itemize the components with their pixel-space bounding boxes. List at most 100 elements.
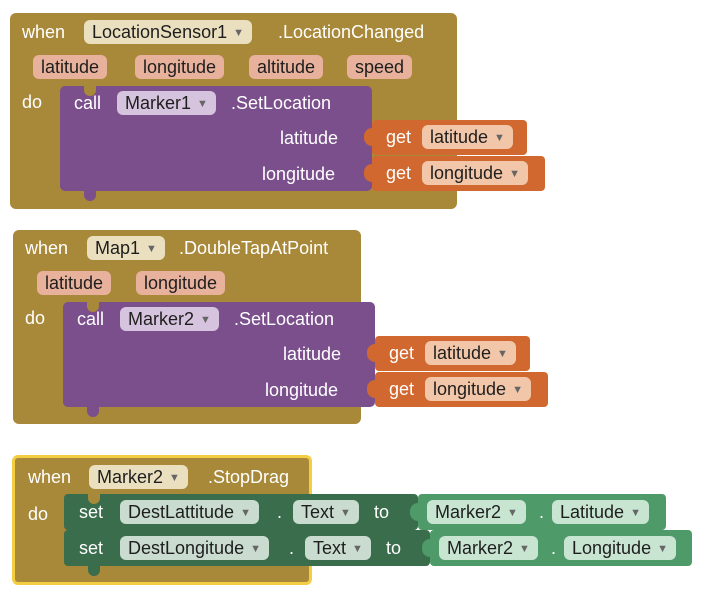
property-getter-marker2-latitude[interactable]: Marker2 ▼ . Latitude ▼ [410, 494, 666, 530]
variable-dropdown-latitude[interactable]: latitude ▼ [422, 125, 513, 149]
to-keyword: to [374, 502, 390, 522]
param-speed[interactable]: speed [347, 55, 413, 79]
call-keyword: call [74, 93, 102, 113]
component-dropdown-label: Marker2 [97, 467, 164, 487]
param-longitude[interactable]: longitude [135, 55, 225, 79]
property-dropdown-text[interactable]: Text ▼ [293, 500, 359, 524]
dot-separator: . [289, 538, 295, 558]
statement-bottom-notch [88, 566, 100, 576]
method-name: .SetLocation [231, 93, 332, 113]
plug-tab [367, 344, 375, 362]
component-dropdown-label: DestLongitude [128, 538, 245, 558]
property-dropdown-latitude[interactable]: Latitude ▼ [552, 500, 649, 524]
target-dropdown-label: Marker1 [125, 93, 192, 113]
target-dropdown-marker2[interactable]: Marker2 ▼ [120, 307, 219, 331]
when-keyword: when [25, 238, 69, 258]
property-dropdown-longitude[interactable]: Longitude ▼ [564, 536, 676, 560]
component-dropdown-destlattitude[interactable]: DestLattitude ▼ [120, 500, 259, 524]
dot-separator: . [277, 502, 283, 522]
get-block-latitude[interactable]: get latitude▼ [367, 336, 530, 371]
param-altitude[interactable]: altitude [249, 55, 324, 79]
chevron-down-icon: ▼ [169, 472, 180, 485]
property-dropdown-label: Longitude [572, 538, 652, 558]
chevron-down-icon: ▼ [146, 243, 157, 256]
property-dropdown-label: Latitude [560, 502, 625, 522]
chevron-down-icon: ▼ [197, 98, 208, 111]
chevron-down-icon: ▼ [497, 348, 508, 361]
do-keyword: do [25, 308, 46, 328]
call-keyword: call [77, 309, 105, 329]
chevron-down-icon: ▼ [340, 507, 351, 520]
property-dropdown-text[interactable]: Text▼ [305, 536, 371, 560]
property-dropdown-label: Text [301, 502, 335, 522]
dot-separator: . [539, 502, 545, 522]
chevron-down-icon: ▼ [240, 507, 251, 520]
chevron-down-icon: ▼ [200, 314, 211, 327]
event-name: .DoubleTapAtPoint [179, 238, 329, 258]
statement-notch [88, 494, 100, 504]
property-dropdown-label: Text [313, 538, 347, 558]
param-latitude[interactable]: latitude [37, 271, 112, 295]
chevron-down-icon: ▼ [657, 543, 668, 556]
event-name: .StopDrag [208, 467, 290, 487]
dot-separator: . [551, 538, 557, 558]
component-dropdown-label: LocationSensor1 [92, 22, 228, 42]
arg-label-longitude: longitude [265, 380, 339, 400]
set-keyword: set [79, 538, 104, 558]
set-block-destlongitude-text[interactable]: set DestLongitude▼ . Text▼ to [64, 530, 430, 576]
component-dropdown-marker2[interactable]: Marker2 ▼ [427, 500, 526, 524]
set-keyword: set [79, 502, 104, 522]
procedure-call-marker1-setlocation[interactable]: call Marker1 ▼ .SetLocation latitude long… [60, 86, 372, 201]
arg-label-longitude: longitude [262, 164, 336, 184]
get-keyword: get [386, 127, 412, 147]
arg-label-latitude: latitude [280, 128, 339, 148]
plug-tab [364, 164, 372, 182]
component-dropdown-locationsensor1[interactable]: LocationSensor1 ▼ [84, 20, 252, 44]
get-keyword: get [389, 379, 415, 399]
variable-dropdown-latitude[interactable]: latitude ▼ [425, 341, 516, 365]
method-name: .SetLocation [234, 309, 335, 329]
do-keyword: do [28, 504, 49, 524]
target-dropdown-marker1[interactable]: Marker1 ▼ [117, 91, 216, 115]
variable-dropdown-longitude[interactable]: longitude ▼ [422, 161, 528, 185]
set-block-destlattitude-text[interactable]: set DestLattitude ▼ . Text ▼ to [64, 494, 418, 530]
when-keyword: when [22, 22, 66, 42]
component-dropdown-label: DestLattitude [128, 502, 235, 522]
component-dropdown-label: Marker2 [435, 502, 502, 522]
do-keyword: do [22, 92, 43, 112]
chevron-down-icon: ▼ [507, 507, 518, 520]
chevron-down-icon: ▼ [509, 168, 520, 181]
variable-dropdown-label: longitude [433, 379, 507, 399]
statement-notch [84, 86, 96, 96]
component-dropdown-label: Map1 [95, 238, 141, 258]
component-dropdown-marker2[interactable]: Marker2 ▼ [439, 536, 538, 560]
component-dropdown-label: Marker2 [447, 538, 514, 558]
arg-label-latitude: latitude [283, 344, 342, 364]
property-getter-marker2-longitude[interactable]: Marker2 ▼ . Longitude ▼ [422, 530, 692, 566]
chevron-down-icon: ▼ [519, 543, 530, 556]
chevron-down-icon: ▼ [233, 27, 244, 40]
component-dropdown-map1[interactable]: Map1 ▼ [87, 236, 165, 260]
variable-dropdown-label: longitude [430, 163, 504, 183]
chevron-down-icon: ▼ [250, 543, 261, 556]
chevron-down-icon: ▼ [494, 132, 505, 145]
get-block-longitude[interactable]: get longitude ▼ [367, 372, 548, 407]
chevron-down-icon: ▼ [630, 507, 641, 520]
variable-dropdown-longitude[interactable]: longitude ▼ [425, 377, 531, 401]
statement-bottom-notch [84, 191, 96, 201]
when-keyword: when [28, 467, 72, 487]
get-block-longitude[interactable]: get longitude ▼ [364, 156, 545, 191]
variable-dropdown-label: latitude [433, 343, 492, 363]
get-block-latitude[interactable]: get latitude ▼ [364, 120, 527, 155]
chevron-down-icon: ▼ [512, 384, 523, 397]
component-dropdown-destlongitude[interactable]: DestLongitude ▼ [120, 536, 269, 560]
component-dropdown-marker2[interactable]: Marker2 ▼ [89, 465, 188, 489]
variable-dropdown-label: latitude [430, 127, 489, 147]
plug-tab [410, 503, 418, 521]
procedure-call-marker2-setlocation[interactable]: call Marker2 ▼ .SetLocation latitude long… [63, 302, 375, 417]
get-keyword: get [386, 163, 412, 183]
target-dropdown-label: Marker2 [128, 309, 195, 329]
event-name: .LocationChanged [278, 22, 425, 42]
param-latitude[interactable]: latitude [33, 55, 108, 79]
param-longitude[interactable]: longitude [136, 271, 226, 295]
